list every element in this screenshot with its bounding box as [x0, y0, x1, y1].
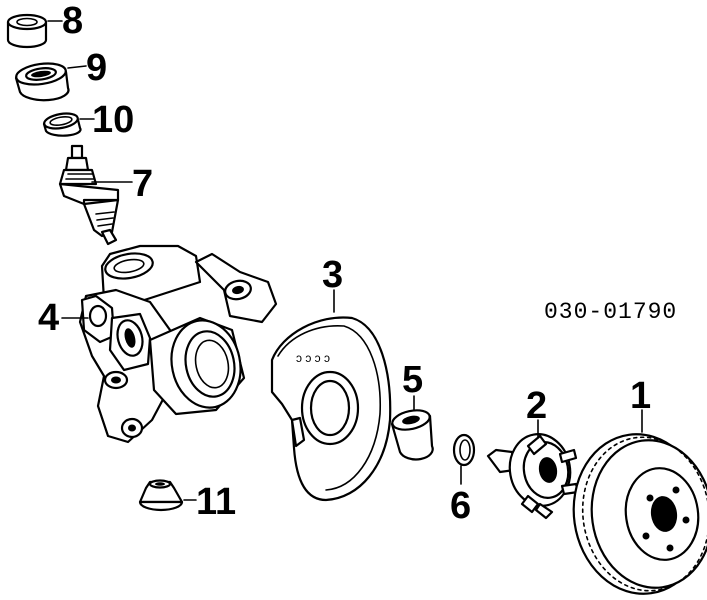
leader-line-9 [67, 65, 87, 69]
callout-9: 9 [86, 47, 107, 89]
callout-1: 1 [630, 375, 651, 417]
callout-10: 10 [92, 99, 134, 141]
snap-ring-part[interactable] [452, 433, 476, 467]
callout-3: 3 [322, 254, 343, 296]
bushing-part[interactable] [6, 13, 48, 49]
dust-shield-part[interactable]: ↄ ↄ ↄ ↄ [270, 316, 392, 502]
callout-2: 2 [526, 385, 547, 427]
steering-knuckle-part[interactable] [78, 244, 278, 444]
boot-part[interactable] [138, 479, 184, 512]
ball-joint-part[interactable] [58, 144, 120, 246]
callout-8: 8 [62, 0, 83, 42]
brake-rotor-part[interactable] [564, 426, 707, 600]
seal-part[interactable] [42, 111, 82, 137]
diagram-code: 030-01790 [544, 299, 677, 325]
callout-11: 11 [196, 481, 236, 523]
hub-part[interactable] [486, 429, 580, 520]
callout-7: 7 [132, 163, 153, 205]
callout-5: 5 [402, 359, 423, 401]
bearing-part[interactable] [14, 61, 70, 102]
bearing-spacer-part[interactable] [390, 407, 434, 461]
callout-4: 4 [38, 297, 59, 339]
svg-text:ↄ ↄ ↄ ↄ: ↄ ↄ ↄ ↄ [296, 351, 330, 365]
callout-6: 6 [450, 485, 471, 527]
